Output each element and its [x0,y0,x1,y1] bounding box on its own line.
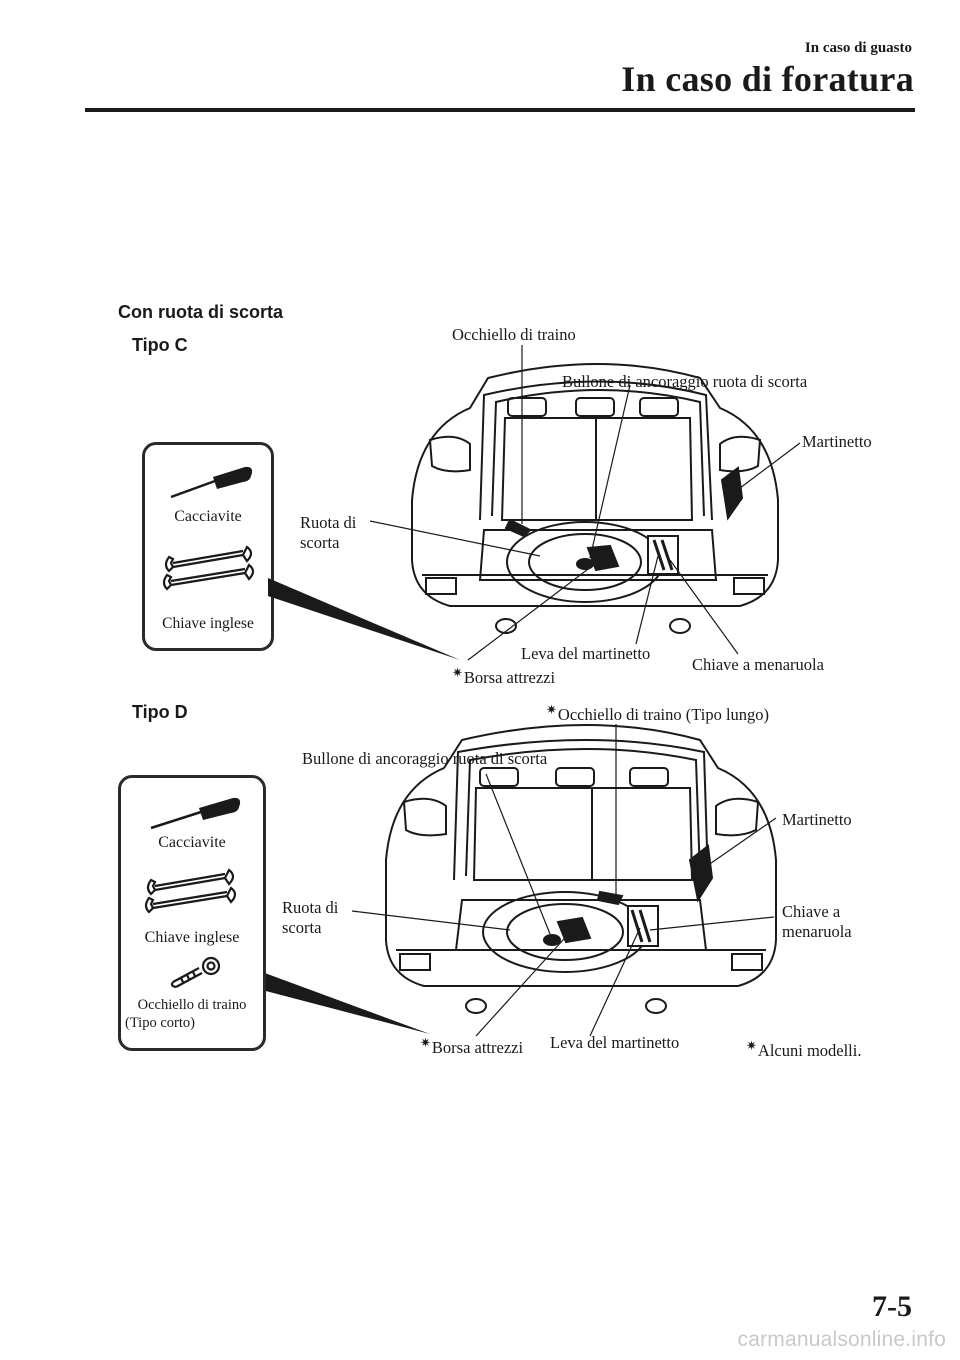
asterisk-mark: ✷ [546,702,557,717]
label-jack-lever: Leva del martinetto [521,644,651,663]
wrench-icon [162,545,255,591]
screwdriver-icon [150,797,241,830]
page-title: In caso di foratura [621,59,914,99]
label-tow-hook-long: ✷Occhiello di traino (Tipo lungo) [546,702,770,724]
label-lug-wrench-2: menaruola [782,922,852,941]
section-title: Con ruota di scorta [118,302,284,322]
tow-hook-short-label-1: Occhiello di traino [137,997,247,1013]
screwdriver-icon [170,466,253,499]
tow-hook-short-label-2: (Tipo corto) [125,1015,195,1031]
tool-box-d: Cacciavite Chiave inglese Occhiello di t… [118,775,266,1051]
watermark: carmanualsonline.info [737,1328,946,1351]
asterisk-mark: ✷ [452,665,463,680]
label-spare-wheel-2: scorta [282,918,322,937]
chapter-title: In caso di guasto [804,40,912,56]
tow-hook-icon [170,956,221,989]
type-c-title: Tipo C [132,335,188,355]
wrench-label: Chiave inglese [162,615,254,632]
footnote: ✷Alcuni modelli. [746,1038,862,1060]
label-tool-bag: ✷Borsa attrezzi [452,665,556,687]
header-divider [85,108,915,112]
label-lug-wrench-1: Chiave a [782,902,841,921]
label-anchor-bolt: Bullone di ancoraggio ruota di scorta [562,372,808,391]
screwdriver-label: Cacciavite [158,834,226,851]
label-lug-wrench: Chiave a menaruola [692,655,824,674]
asterisk-mark: ✷ [420,1035,431,1050]
label-tool-bag: ✷Borsa attrezzi [420,1035,524,1057]
label-tow-hook: Occhiello di traino [452,325,576,344]
label-anchor-bolt: Bullone di ancoraggio ruota di scorta [302,749,548,768]
type-d-title: Tipo D [132,702,188,722]
label-spare-wheel-1: Ruota di [282,898,339,917]
label-spare-wheel-2: scorta [300,533,340,552]
label-jack: Martinetto [802,432,872,451]
asterisk-mark: ✷ [746,1038,757,1053]
label-spare-wheel-1: Ruota di [300,513,357,532]
label-jack: Martinetto [782,810,852,829]
page-number: 7-5 [872,1290,912,1323]
wrench-label: Chiave inglese [144,929,240,946]
screwdriver-label: Cacciavite [174,508,242,525]
label-jack-lever: Leva del martinetto [550,1033,680,1052]
tool-box-c: Cacciavite Chiave inglese [142,442,274,651]
wrench-icon [144,868,237,914]
